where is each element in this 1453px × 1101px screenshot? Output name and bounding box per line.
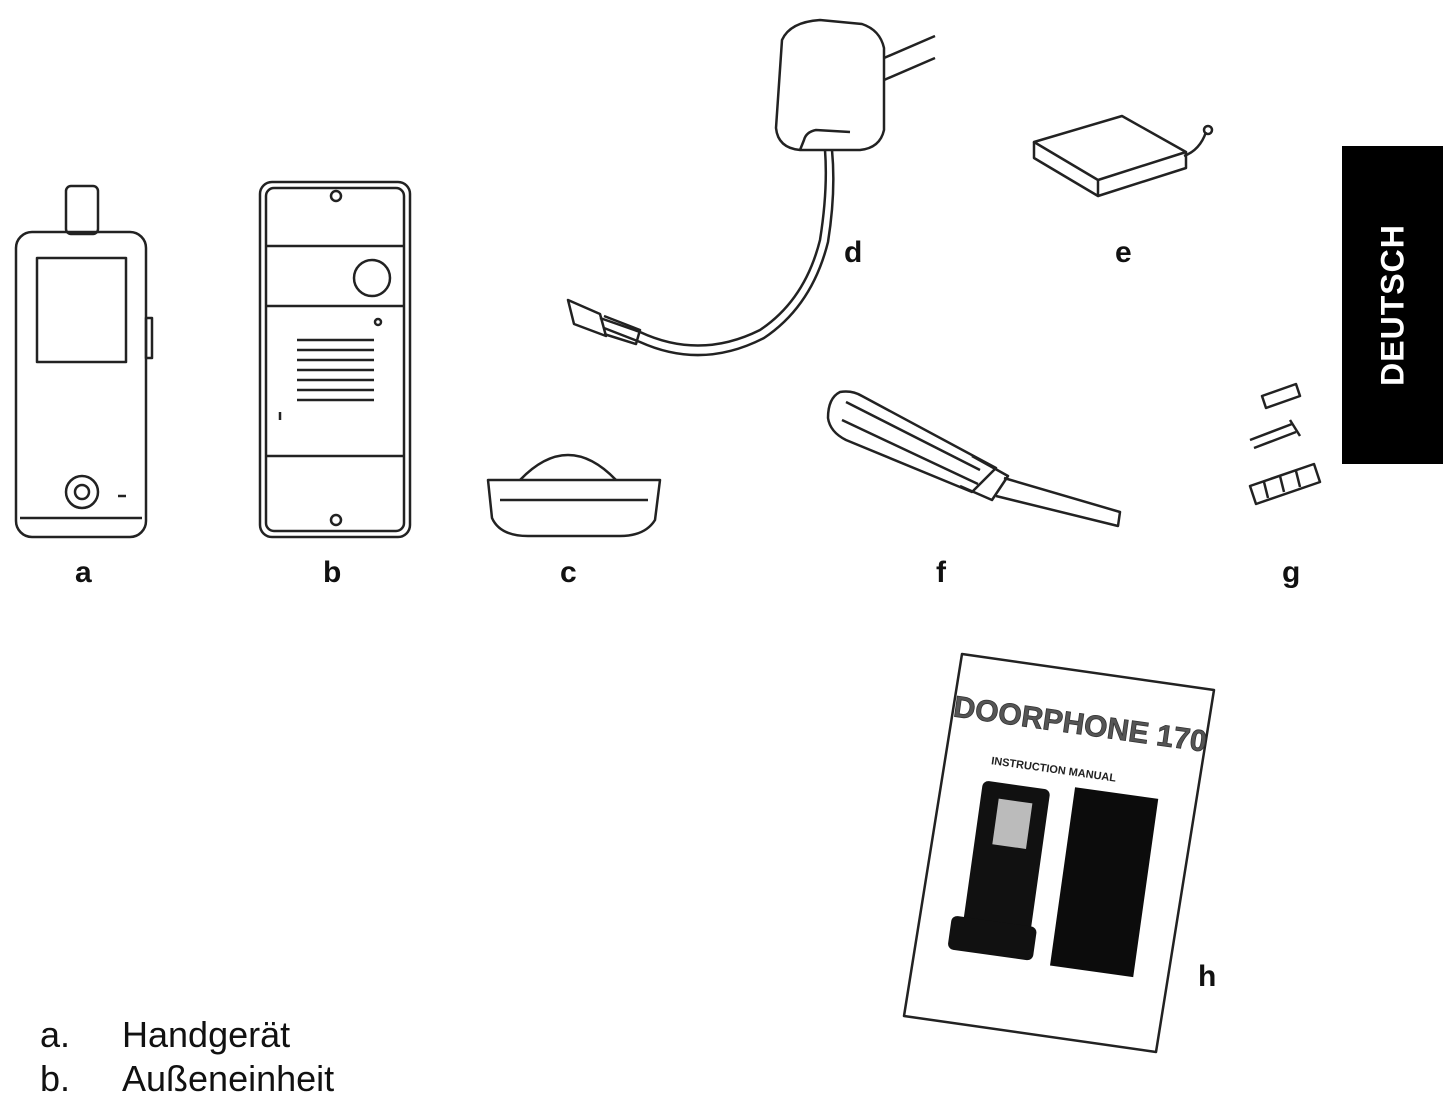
legend-text: Handgerät [122,1014,291,1055]
manual-cover-subtitle: INSTRUCTION MANUAL [990,755,1117,784]
screws-and-plugs-drawing [1248,382,1322,506]
legend-item: a. Handgerät [40,1013,334,1057]
power-adapter-drawing [566,18,936,357]
legend-text: Außeneinheit [122,1058,335,1099]
components-illustration: DOORPHONE 170 INSTRUCTION MANUAL [14,18,1322,1054]
charging-base-drawing [486,453,662,538]
label-e: e [1115,236,1132,269]
label-g: g [1282,556,1301,589]
label-d: d [844,236,863,269]
battery-pack-drawing [1032,114,1214,198]
manual-booklet-drawing [902,652,1216,1054]
manual-cover-title: DOORPHONE 170 [952,691,1209,759]
label-b: b [323,556,342,589]
language-side-tab-label: DEUTSCH [1374,224,1410,386]
legend-item: b. Außeneinheit [40,1057,334,1101]
label-a: a [75,556,92,589]
screwdriver-drawing [826,390,1122,528]
manual-cover-photos [948,781,1159,978]
label-h: h [1198,960,1217,993]
legend-key: a. [40,1014,71,1055]
outdoor-unit-drawing [258,180,412,539]
handset-drawing [14,184,154,539]
component-legend: a. Handgerät b. Außeneinheit [40,1013,334,1101]
label-c: c [560,556,577,589]
label-f: f [936,556,946,589]
language-side-tab: DEUTSCH [1342,146,1443,464]
legend-key: b. [40,1058,71,1099]
